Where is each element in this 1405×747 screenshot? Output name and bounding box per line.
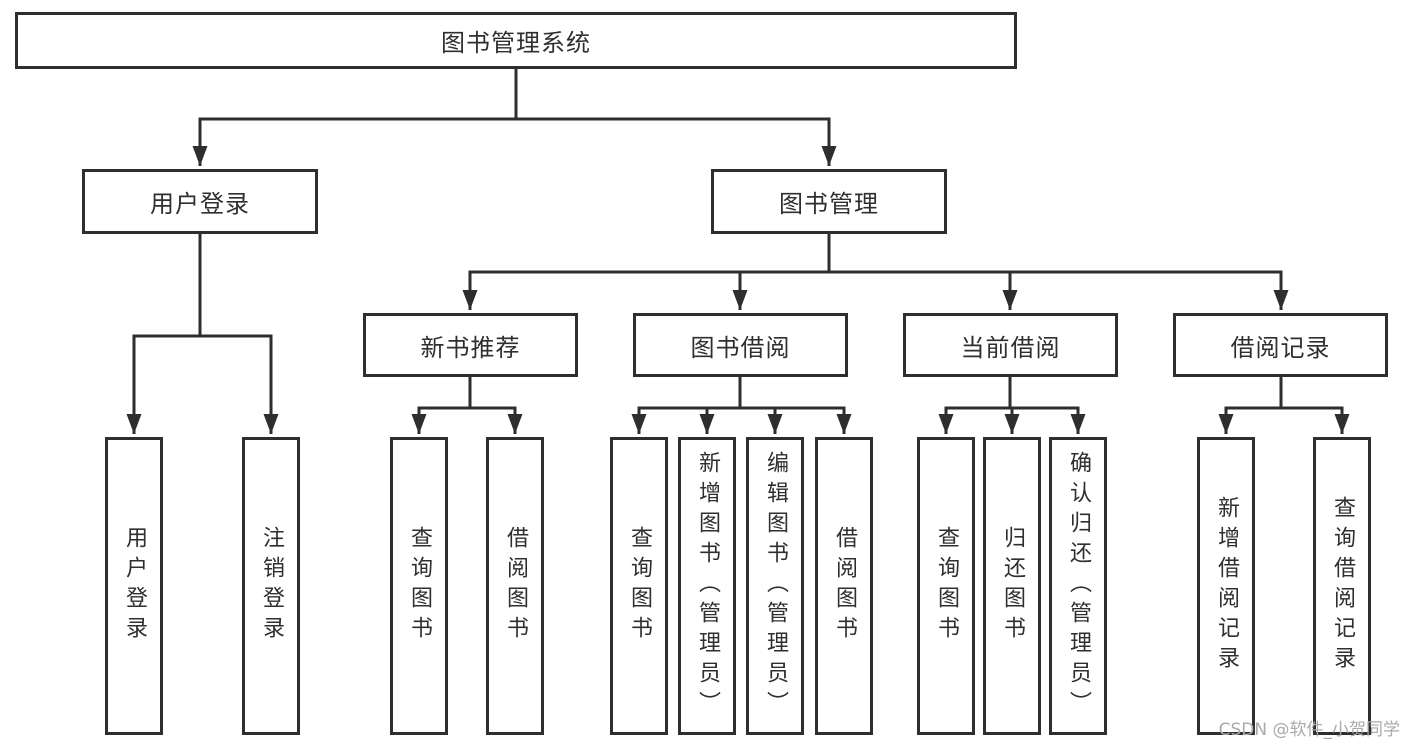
leaf-borrow-books-recommend: 借阅图书: [486, 437, 544, 735]
node-borrow-records: 借阅记录: [1173, 313, 1388, 377]
leaf-query-books-recommend: 查询图书: [390, 437, 448, 735]
node-current-borrow: 当前借阅: [903, 313, 1118, 377]
node-library-system: 图书管理系统: [15, 12, 1017, 69]
node-user-login-branch: 用户登录: [82, 169, 318, 234]
leaf-add-borrow-record: 新增借阅记录: [1197, 437, 1255, 735]
leaf-user-login: 用户登录: [105, 437, 163, 735]
csdn-watermark: CSDN @软件_小贺同学: [1218, 720, 1400, 740]
leaf-return-books: 归还图书: [983, 437, 1041, 735]
node-book-management: 图书管理: [711, 169, 947, 234]
leaf-logout-login: 注销登录: [242, 437, 300, 735]
leaf-query-books-current: 查询图书: [917, 437, 975, 735]
leaf-query-books-borrow: 查询图书: [610, 437, 668, 735]
node-new-book-recommend: 新书推荐: [363, 313, 578, 377]
leaf-borrow-books-borrow: 借阅图书: [815, 437, 873, 735]
leaf-query-borrow-record: 查询借阅记录: [1313, 437, 1371, 735]
leaf-confirm-return-admin: 确认归还（管理员）: [1049, 437, 1107, 735]
leaf-add-book-admin: 新增图书（管理员）: [678, 437, 736, 735]
leaf-edit-book-admin: 编辑图书（管理员）: [746, 437, 804, 735]
node-book-borrow: 图书借阅: [633, 313, 848, 377]
